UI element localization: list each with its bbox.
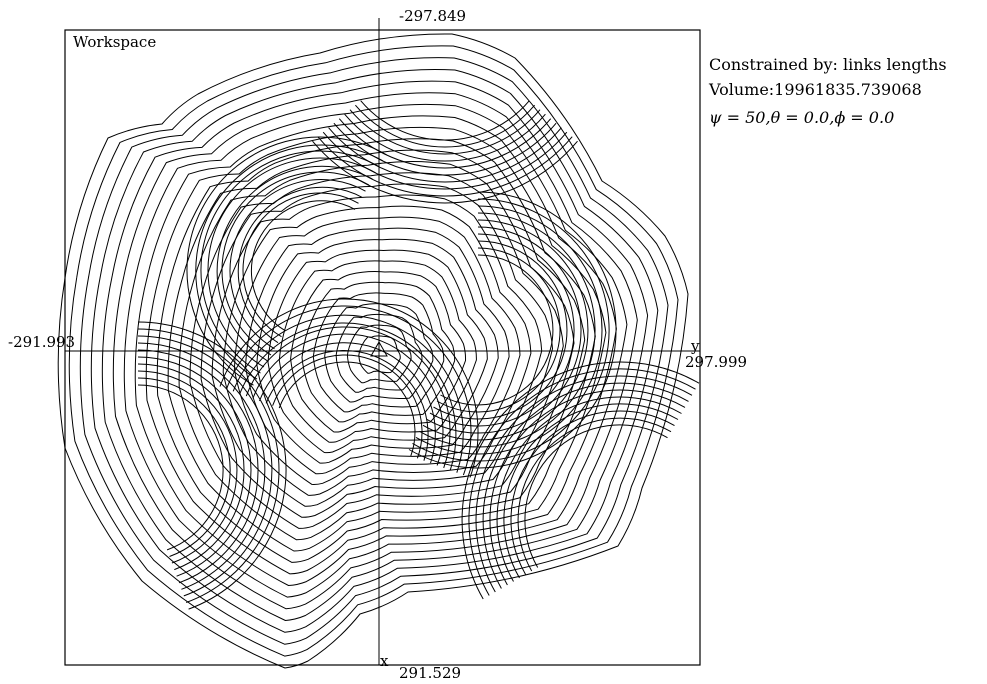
workspace-contour [301, 281, 456, 423]
workspace-contour [167, 149, 586, 552]
workspace-contour [290, 271, 467, 433]
y-left-tick-label: -291.993 [8, 333, 76, 351]
workspace-arc [239, 322, 457, 471]
workspace-contour [57, 33, 689, 669]
workspace-arc [245, 326, 451, 469]
workspace-arc [344, 113, 546, 162]
workspace-arc [137, 342, 266, 590]
workspace-arc [419, 212, 596, 448]
x-bottom-tick-label: 291.529 [399, 664, 462, 682]
workspace-contour [358, 335, 401, 374]
panel-title: Workspace [73, 33, 157, 51]
constraint-text: Constrained by: links lengths [709, 55, 947, 74]
x-top-tick-label: -297.849 [399, 7, 467, 25]
workspace-arc [250, 200, 356, 332]
workspace-arc [242, 192, 359, 338]
workspace-arc [265, 350, 429, 461]
workspace-contour [90, 68, 659, 633]
workspace-arc [207, 157, 377, 368]
workspace-arc [482, 382, 689, 589]
workspace-arc [349, 109, 541, 155]
workspace-contour [211, 194, 543, 507]
workspace-arc [355, 104, 535, 148]
workspace-contour [244, 227, 510, 475]
workspace-arc [229, 179, 366, 350]
workspace-arc [195, 144, 384, 380]
workspace-arc [317, 136, 573, 197]
workspace-arc [186, 136, 387, 386]
workspace-arc [232, 314, 464, 473]
workspace-arc [221, 171, 370, 356]
y-axis-name: y [691, 337, 700, 355]
workspace-arc [328, 127, 562, 183]
workspace-contour [123, 103, 628, 598]
workspace-arc [496, 396, 682, 582]
workspace-arc [278, 361, 416, 457]
workspace-arc [137, 349, 259, 584]
workspace-arc [137, 370, 238, 564]
workspace-contour [112, 92, 638, 610]
workspace-arc [426, 226, 582, 434]
workspace-contour [278, 260, 477, 443]
workspace-arc [440, 254, 554, 406]
y-right-tick-label: 297.999 [685, 353, 748, 371]
workspace-contour [200, 183, 554, 518]
workspace-contour [233, 216, 521, 485]
workspace-contour [189, 172, 564, 529]
workspace-arc [216, 165, 373, 362]
workspace-arc [415, 205, 603, 455]
workspace-arc [475, 375, 693, 593]
workspace-arc [200, 150, 380, 374]
workspace-contour [79, 57, 669, 645]
workspace-arc [272, 354, 423, 459]
workspace-arc [137, 321, 287, 610]
workspace-arc [422, 219, 589, 441]
workspace-contour [178, 160, 575, 541]
workspace-contour [145, 126, 607, 575]
workspace-arc [360, 100, 530, 141]
workspace-contour [222, 205, 532, 496]
x-axis-name: x [380, 652, 389, 670]
workspace-arc [489, 389, 686, 586]
workspace-arc [137, 384, 224, 551]
workspace-arc [137, 335, 273, 597]
workspace-contour [312, 292, 445, 413]
workspace-arc [322, 131, 568, 190]
workspace-contours [57, 33, 700, 669]
volume-text: Volume:19961835.739068 [709, 80, 922, 99]
workspace-contour [267, 249, 488, 454]
workspace-contour [68, 45, 679, 657]
workspace-arc [524, 424, 668, 568]
workspace-arc [408, 191, 617, 469]
workspace-arc [237, 186, 363, 344]
workspace-arc [312, 140, 578, 204]
workspace-arc [461, 361, 700, 600]
workspace-arc [137, 328, 280, 603]
workspace-arc [510, 410, 675, 575]
workspace-arc [468, 368, 696, 596]
workspace-arc [137, 377, 231, 557]
angles-text: ψ = 50,θ = 0.0,ϕ = 0.0 [709, 108, 895, 127]
workspace-arc [412, 198, 610, 462]
workspace-arc [219, 298, 479, 478]
plot-frame [64, 29, 701, 666]
workspace-arc [226, 305, 472, 476]
workspace-arc [137, 363, 245, 571]
workspace-arc [503, 403, 679, 579]
workspace-arc [433, 240, 568, 420]
workspace-arc [333, 122, 557, 176]
workspace-contour [324, 303, 434, 403]
workspace-contour [256, 238, 499, 464]
workspace-arc [429, 233, 575, 427]
workspace-arc [517, 417, 672, 572]
workspace-arc [338, 118, 552, 169]
workspace-arc [137, 356, 252, 577]
